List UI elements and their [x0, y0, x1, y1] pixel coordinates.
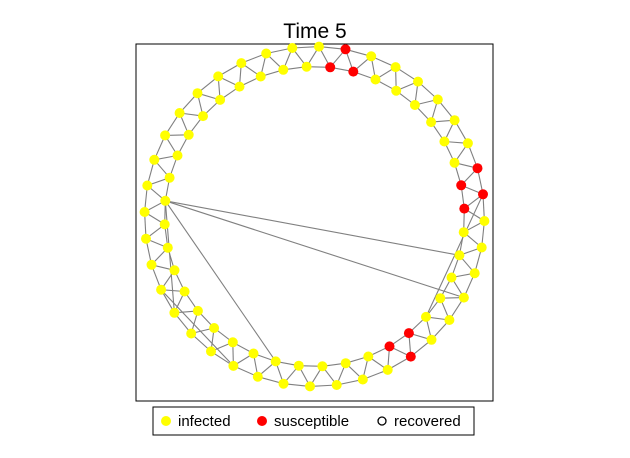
node-infected [366, 51, 377, 62]
node-infected [331, 380, 342, 390]
legend-marker-susceptible [257, 416, 267, 426]
node-infected [340, 358, 351, 369]
node-infected [317, 361, 328, 372]
node-infected [363, 351, 374, 362]
node-infected [192, 88, 203, 99]
node-susceptible [340, 44, 351, 55]
node-infected [409, 100, 420, 110]
node-infected [252, 371, 263, 382]
node-infected [183, 129, 194, 140]
node-infected [172, 150, 183, 161]
node-infected [287, 43, 298, 53]
node-infected [186, 328, 197, 339]
node-infected [206, 346, 216, 357]
node-infected [413, 76, 423, 87]
node-infected [156, 284, 167, 295]
node-infected [169, 265, 180, 276]
node-susceptible [348, 66, 359, 77]
node-infected [391, 85, 402, 96]
node-infected [301, 61, 312, 72]
node-susceptible [472, 163, 483, 174]
node-infected [213, 71, 224, 82]
node-infected [142, 180, 153, 191]
node-infected [141, 233, 151, 244]
node-infected [444, 315, 455, 325]
node-susceptible [459, 203, 470, 214]
node-susceptible [456, 180, 467, 191]
node-infected [458, 292, 469, 303]
node-infected [227, 337, 238, 348]
node-infected [293, 360, 304, 371]
node-infected [162, 242, 173, 253]
node-infected [169, 307, 180, 318]
node-infected [160, 195, 171, 206]
legend-marker-recovered [377, 416, 387, 426]
node-infected [435, 293, 446, 304]
node-infected [469, 268, 480, 279]
legend: infected susceptible recovered [152, 406, 475, 436]
node-susceptible [403, 328, 414, 339]
node-infected [261, 48, 272, 59]
node-infected [462, 138, 473, 149]
legend-box [152, 406, 475, 436]
legend-label-recovered: recovered [394, 413, 461, 430]
long-range-edge [165, 200, 460, 256]
node-susceptible [325, 62, 336, 73]
node-infected [174, 108, 185, 118]
node-infected [439, 136, 450, 147]
node-layer [139, 41, 490, 392]
node-infected [192, 305, 203, 316]
node-infected [305, 381, 315, 392]
node-infected [382, 364, 393, 375]
node-infected [449, 157, 460, 168]
node-infected [314, 41, 324, 52]
node-infected [270, 356, 281, 367]
node-infected [458, 227, 469, 238]
node-infected [198, 111, 208, 122]
node-susceptible [384, 341, 395, 352]
node-infected [446, 272, 457, 283]
legend-label-infected: infected [178, 413, 231, 430]
node-infected [149, 154, 160, 165]
node-infected [146, 259, 157, 270]
node-infected [426, 334, 437, 345]
node-infected [159, 219, 170, 230]
node-infected [432, 94, 443, 105]
node-infected [357, 374, 368, 385]
node-infected [278, 64, 289, 75]
node-infected [479, 216, 490, 226]
node-infected [209, 323, 220, 333]
node-infected [421, 311, 431, 322]
figure-title: Time 5 [283, 20, 346, 43]
node-infected [160, 130, 171, 141]
node-infected [139, 207, 150, 217]
long-range-edge [165, 200, 465, 299]
long-range-edge [160, 289, 234, 367]
node-infected [228, 360, 239, 371]
node-susceptible [405, 351, 416, 362]
node-infected [476, 242, 487, 253]
legend-marker-infected [161, 416, 171, 426]
node-susceptible [478, 189, 488, 200]
node-infected [179, 286, 190, 297]
node-infected [278, 378, 289, 389]
node-infected [248, 348, 259, 359]
long-range-edge [164, 200, 277, 362]
node-infected [370, 74, 381, 85]
node-infected [454, 250, 465, 261]
node-infected [215, 94, 226, 105]
legend-label-susceptible: susceptible [274, 413, 349, 430]
node-infected [449, 115, 460, 126]
node-infected [426, 117, 437, 128]
long-range-edge [164, 200, 175, 313]
node-infected [255, 71, 266, 82]
node-infected [164, 172, 175, 183]
node-infected [234, 81, 245, 92]
node-infected [390, 62, 401, 73]
node-infected [236, 58, 247, 69]
